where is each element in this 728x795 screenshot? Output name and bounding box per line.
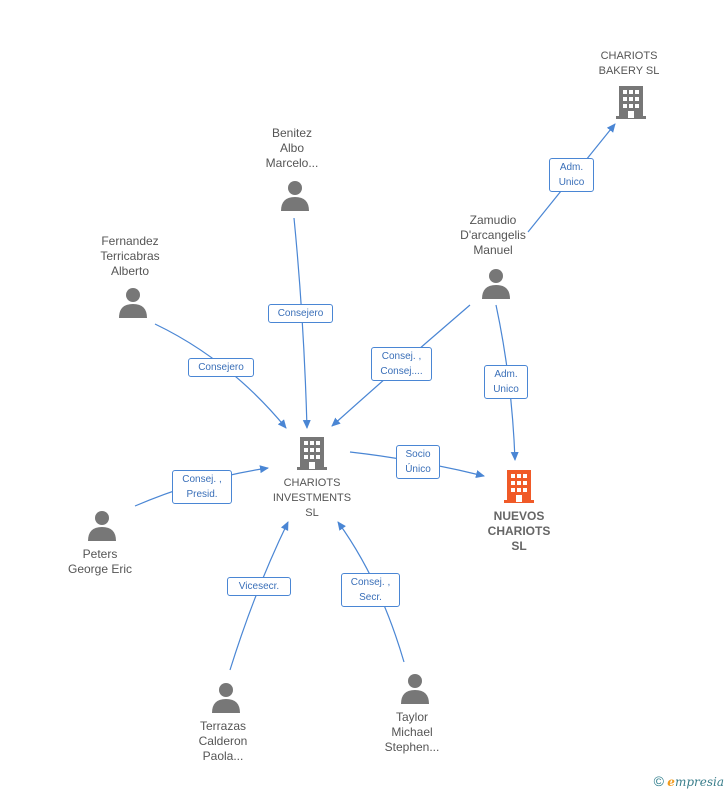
node-label-taylor[interactable]: Taylor Michael Stephen... bbox=[384, 710, 440, 754]
node-label-chariots-bakery[interactable]: CHARIOTS BAKERY SL bbox=[598, 50, 660, 77]
edge-label-benitez-investments: Consejero bbox=[268, 304, 333, 323]
brand-logo-e: e bbox=[667, 775, 675, 789]
edge-benitez-investments bbox=[293, 217, 311, 429]
edge-label-peters-investments: Consej. , Presid. bbox=[172, 470, 232, 504]
person-icon[interactable] bbox=[280, 180, 310, 212]
person-icon[interactable] bbox=[118, 287, 148, 319]
person-icon[interactable] bbox=[87, 510, 117, 542]
brand-logo-text: mpresia bbox=[674, 775, 724, 789]
edge-label-investments-nuevos: Socio Único bbox=[396, 445, 440, 479]
node-label-zamudio[interactable]: Zamudio D'arcangelis Manuel bbox=[460, 213, 526, 257]
node-label-terrazas[interactable]: Terrazas Calderon Paola... bbox=[198, 719, 248, 763]
edge-label-zamudio-bakery: Adm. Unico bbox=[549, 158, 594, 192]
node-label-fernandez[interactable]: Fernandez Terricabras Alberto bbox=[100, 234, 160, 278]
edge-label-terrazas-investments: Vicesecr. bbox=[227, 577, 291, 596]
person-icon[interactable] bbox=[481, 268, 511, 300]
edge-label-taylor-investments: Consej. , Secr. bbox=[341, 573, 400, 607]
node-label-chariots-investments[interactable]: CHARIOTS INVESTMENTS SL bbox=[272, 477, 352, 519]
building-icon[interactable] bbox=[295, 435, 329, 471]
footer-brand[interactable]: © empresia bbox=[654, 773, 724, 789]
copyright-icon: © bbox=[653, 773, 664, 789]
edge-label-zamudio-nuevos: Adm. Unico bbox=[484, 365, 528, 399]
edge-terrazas-investments bbox=[229, 521, 289, 671]
node-label-nuevos-chariots[interactable]: NUEVOS CHARIOTS SL bbox=[487, 509, 551, 553]
node-label-peters[interactable]: Peters George Eric bbox=[67, 547, 133, 576]
node-label-benitez[interactable]: Benitez Albo Marcelo... bbox=[265, 126, 319, 170]
building-icon[interactable] bbox=[502, 468, 536, 504]
edge-label-zamudio-investments: Consej. , Consej.... bbox=[371, 347, 432, 381]
edge-label-fernandez-investments: Consejero bbox=[188, 358, 254, 377]
person-icon[interactable] bbox=[400, 673, 430, 705]
person-icon[interactable] bbox=[211, 682, 241, 714]
building-icon[interactable] bbox=[614, 84, 648, 120]
